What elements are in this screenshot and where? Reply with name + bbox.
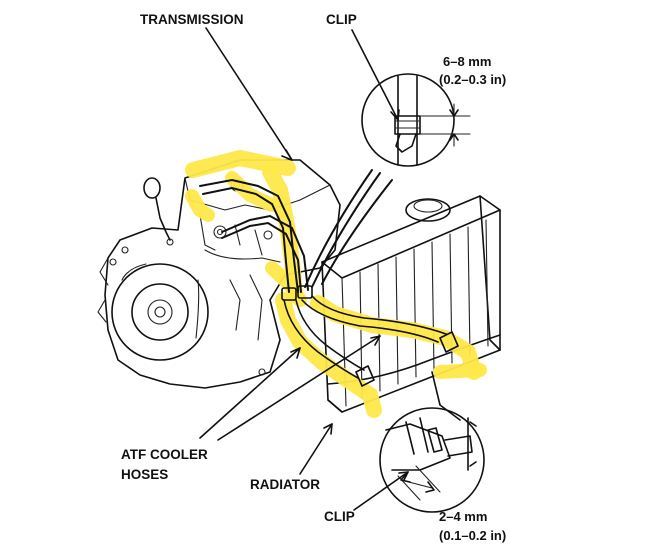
atf-cooler-hoses <box>199 169 459 387</box>
clip-bottom-label: CLIP <box>324 509 355 524</box>
top-dimension-in: (0.2–0.3 in) <box>439 72 506 87</box>
transmission-label: TRANSMISSION <box>140 12 244 27</box>
top-dimension-mm: 6–8 mm <box>443 54 491 69</box>
top-clip-detail <box>361 73 471 167</box>
transmission-drawing <box>97 159 341 389</box>
radiator-label: RADIATOR <box>250 477 320 492</box>
bottom-clip-detail <box>379 407 485 513</box>
atf-cooler-label: ATF COOLER <box>121 447 208 462</box>
bottom-dimension-in: (0.1–0.2 in) <box>439 528 506 543</box>
leader-lines <box>199 27 409 511</box>
clip-top-label: CLIP <box>326 12 357 27</box>
bottom-dimension-mm: 2–4 mm <box>439 509 487 524</box>
hoses-label: HOSES <box>121 467 168 482</box>
